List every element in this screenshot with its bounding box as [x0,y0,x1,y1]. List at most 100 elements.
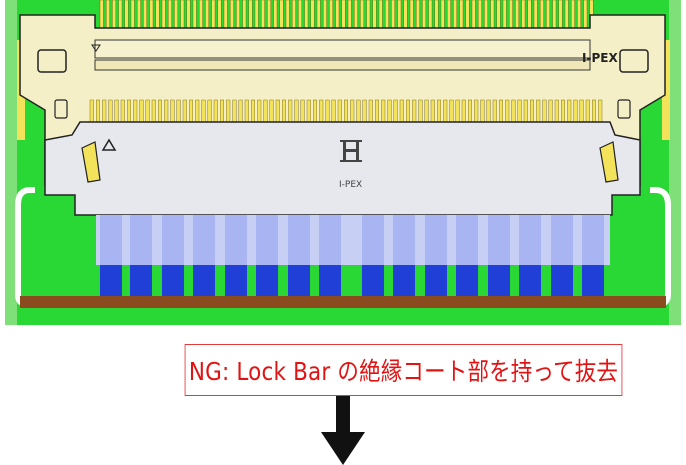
top-pin [304,0,309,31]
top-pin [459,0,464,31]
conductor-blue [582,265,604,297]
top-pin [416,0,420,31]
contact-pin [120,99,125,123]
contact-pin [381,99,386,123]
contact-pin [542,99,547,123]
right-lock-hook [599,141,619,183]
contact-pin [238,99,243,123]
contact-pin [108,99,113,123]
conductor-blue [319,265,341,297]
top-pin [236,0,240,31]
top-pin [323,0,327,31]
top-pin [341,0,346,31]
contact-pin [468,99,473,123]
top-pin [335,0,340,31]
contact-pin [133,99,138,123]
contact-pin [300,99,305,123]
conductor-blue [362,265,384,297]
contact-pin [530,99,535,123]
contact-pin [207,99,212,123]
top-pin [223,0,228,31]
contact-pin [250,99,255,123]
contact-pin [331,99,336,123]
top-pin [515,0,520,31]
contact-pin [480,99,485,123]
conductor-light [162,215,184,265]
top-pin [496,0,501,31]
contact-pin [368,99,373,123]
contact-pin [592,99,597,123]
top-pin [465,0,470,31]
contact-pin [176,99,181,123]
top-pin [453,0,457,31]
top-pin [471,0,476,31]
contact-pin [387,99,392,123]
top-pin [155,0,160,31]
contact-pin [418,99,423,123]
contact-pin [139,99,144,123]
top-pin [99,0,104,31]
top-pin [434,0,439,31]
top-pin [440,0,445,31]
contact-pin [573,99,578,123]
logo-label: I-PEX [339,180,362,190]
contact-pin [126,99,131,123]
cable-conductors [96,215,610,297]
down-arrow-icon [321,396,365,465]
contact-pin [182,99,187,123]
top-pin [211,0,216,31]
top-pin [372,0,377,31]
top-pin [205,0,209,31]
contact-pin [213,99,218,123]
contact-pin [269,99,274,123]
top-pin [571,0,575,31]
top-pin [484,0,488,31]
i-pex-logo-icon [340,140,362,162]
top-pin [118,0,123,31]
conductor-light [319,215,341,265]
conductor-blue [100,265,122,297]
contact-pin [170,99,175,123]
contact-pin [523,99,528,123]
contact-pin [288,99,293,123]
contact-pin [157,99,162,123]
top-pin [391,0,395,31]
top-pin [509,0,513,31]
top-pin [354,0,358,31]
top-pin [242,0,247,31]
top-pin [478,0,482,31]
pcb-edge-right [669,0,681,325]
top-pin [552,0,557,31]
top-pin [167,0,172,31]
top-pin [564,0,569,31]
conductor-light [256,215,278,265]
top-pin [422,0,426,31]
top-pin [502,0,507,31]
conductor-light [582,215,604,265]
conductor-light [100,215,122,265]
left-lock-hook [81,141,101,183]
top-pin [180,0,185,31]
conductor-blue [393,265,415,297]
top-pin [112,0,117,31]
top-pin [577,0,582,31]
contact-pin [164,99,169,123]
conductor-light [519,215,541,265]
contact-pin [449,99,454,123]
contact-pin [548,99,553,123]
ng-caption-box: NG: Lock Bar の絶縁コート部を持って抜去 [184,344,623,396]
contact-pin [244,99,249,123]
contact-row [89,99,603,123]
conductor-blue [225,265,247,297]
conductor-light [551,215,573,265]
conductor-blue [162,265,184,297]
conductor-blue [488,265,510,297]
top-pin [254,0,259,31]
contact-pin [492,99,497,123]
conductor-light [362,215,384,265]
top-pin [397,0,402,31]
contact-pin [282,99,287,123]
top-pin [447,0,451,31]
conductor-light [488,215,510,265]
top-pin [298,0,302,31]
